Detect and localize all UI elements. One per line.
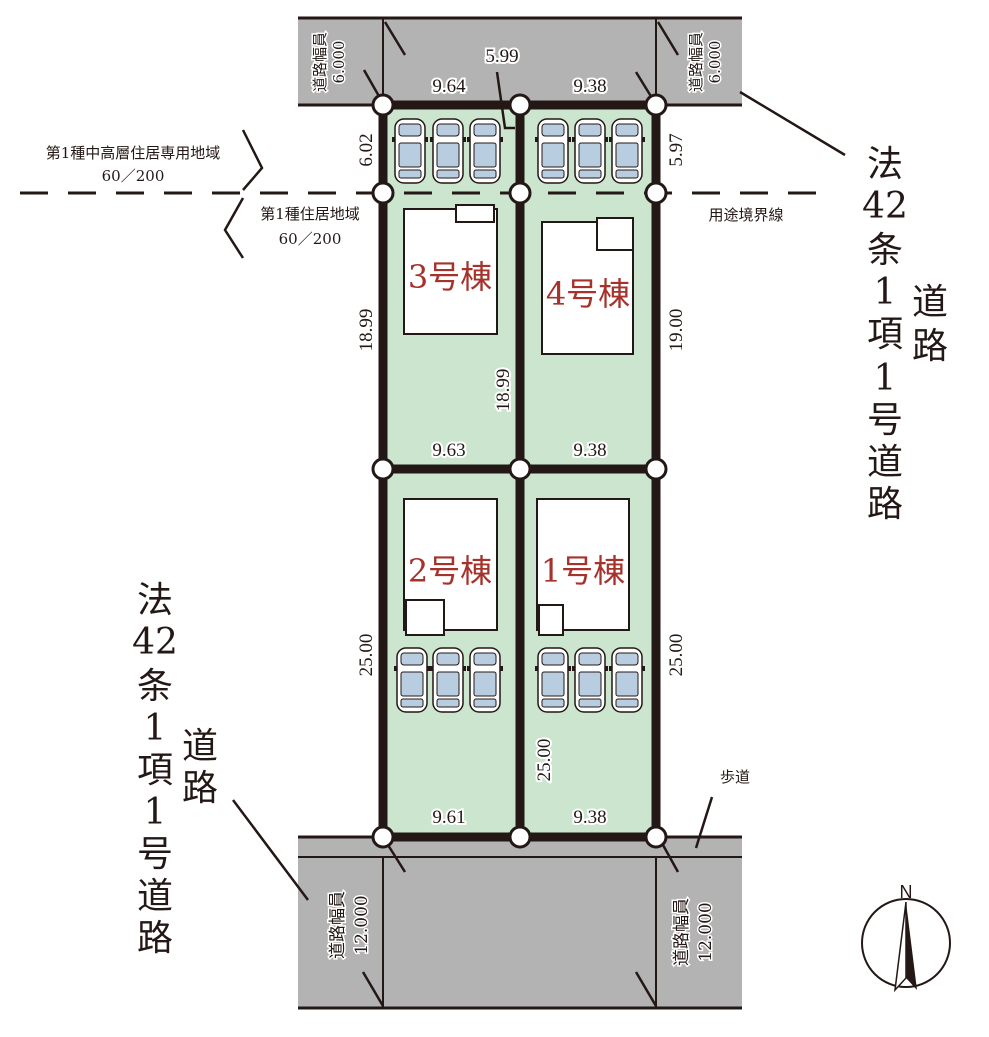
dim-bottom-right: 9.38 xyxy=(573,807,606,828)
lower-zone-ratio: 60／200 xyxy=(279,230,342,248)
road-width-label: 道路幅員 xyxy=(687,32,705,92)
dim-right-upper: 5.97 xyxy=(666,133,687,166)
road-class-char: 条 xyxy=(137,666,173,707)
dim-mid-left: 9.63 xyxy=(432,440,465,461)
building-2: 2号棟 xyxy=(403,498,498,636)
road-width-value: 12.000 xyxy=(352,895,372,954)
car-icon xyxy=(571,118,609,184)
road-class-char: 法 xyxy=(137,580,173,621)
car-icon xyxy=(429,647,467,713)
road-class-char: 項 xyxy=(867,314,903,355)
car-icon xyxy=(608,118,646,184)
road-class-char: 1 xyxy=(874,358,897,399)
dim-top-right: 9.38 xyxy=(573,76,606,97)
sidewalk-label: 歩道 xyxy=(720,768,750,786)
road-width-value: 12.000 xyxy=(696,902,716,961)
road-class-char: 条 xyxy=(867,230,903,271)
road-class-label-right: 法 42 条 1 項 1 号 道 路 道 路 xyxy=(862,144,948,525)
road-class-char: 42 xyxy=(862,186,908,227)
building-1: 1号棟 xyxy=(536,498,630,636)
car-icon xyxy=(393,647,431,713)
road-class-char: 道 xyxy=(182,726,218,767)
bottom-road xyxy=(298,835,742,1010)
road-width-value: 6.000 xyxy=(706,41,724,84)
bottom-road-width-right: 道路幅員 12.000 xyxy=(671,897,718,968)
road-class-char: 42 xyxy=(132,622,178,663)
building-label: 4号棟 xyxy=(546,275,630,313)
dim-top-corner: 5.99 xyxy=(485,46,518,67)
car-icon xyxy=(571,647,609,713)
road-class-char: 道 xyxy=(137,876,173,917)
top-road-width-left: 道路幅員 6.000 xyxy=(310,30,350,93)
road-width-value: 6.000 xyxy=(330,41,348,84)
boundary-markers xyxy=(371,93,668,849)
road-width-label: 道路幅員 xyxy=(311,32,329,92)
lower-zone-label: 第1種住居地域 xyxy=(260,205,360,223)
north-label: N xyxy=(900,882,913,902)
top-road xyxy=(298,16,742,107)
dim-center-lower: 25.00 xyxy=(534,739,555,782)
road-class-char: 路 xyxy=(137,918,173,959)
road-class-char: 路 xyxy=(867,484,903,525)
car-icon xyxy=(466,118,504,184)
dim-left-mid: 18.99 xyxy=(356,309,377,352)
car-icon xyxy=(608,647,646,713)
building-label: 2号棟 xyxy=(408,552,492,590)
dim-center-mid: 18.99 xyxy=(493,369,514,412)
building-3: 3号棟 xyxy=(403,204,498,335)
bottom-road-width-left: 道路幅員 12.000 xyxy=(327,890,374,961)
road-class-char: 項 xyxy=(137,750,173,791)
dim-right-mid: 19.00 xyxy=(666,309,687,352)
top-road-width-right: 道路幅員 6.000 xyxy=(686,30,726,93)
car-icon xyxy=(391,118,429,184)
road-class-char: 1 xyxy=(144,792,167,833)
upper-zone-ratio: 60／200 xyxy=(102,167,165,185)
dim-top-left: 9.64 xyxy=(432,76,466,97)
use-boundary-label: 用途境界線 xyxy=(708,206,783,224)
road-class-char: 法 xyxy=(867,144,903,185)
zoning-arrow-up xyxy=(241,129,264,191)
road-class-char: 1 xyxy=(144,708,167,749)
building-label: 1号棟 xyxy=(541,552,625,590)
dim-right-lower: 25.00 xyxy=(666,634,687,677)
zoning-arrow-down xyxy=(223,197,245,259)
building-4: 4号棟 xyxy=(541,217,634,355)
car-icon xyxy=(534,118,572,184)
road-width-label: 道路幅員 xyxy=(672,898,692,966)
car-icon xyxy=(429,118,467,184)
road-class-char: 1 xyxy=(874,272,897,313)
dim-left-lower: 25.00 xyxy=(356,634,377,677)
north-arrow-icon: N xyxy=(861,882,951,993)
road-class-label-left: 法 42 条 1 項 1 号 道 路 道 路 xyxy=(132,580,218,959)
building-label: 3号棟 xyxy=(408,258,492,296)
road-class-char: 道 xyxy=(912,282,948,323)
dim-bottom-left: 9.61 xyxy=(432,807,465,828)
upper-zone-label: 第1種中高層住居専用地域 xyxy=(46,144,221,162)
road-class-char: 号 xyxy=(137,834,173,875)
road-class-char: 路 xyxy=(912,326,948,367)
road-width-label: 道路幅員 xyxy=(328,891,348,959)
leader-lines xyxy=(232,21,846,1007)
road-class-char: 号 xyxy=(867,400,903,441)
car-icon xyxy=(534,647,572,713)
dim-left-upper: 6.02 xyxy=(356,133,377,166)
road-class-char: 路 xyxy=(182,768,218,809)
dim-mid-right: 9.38 xyxy=(573,440,606,461)
car-icon xyxy=(466,647,504,713)
road-class-char: 道 xyxy=(867,442,903,483)
